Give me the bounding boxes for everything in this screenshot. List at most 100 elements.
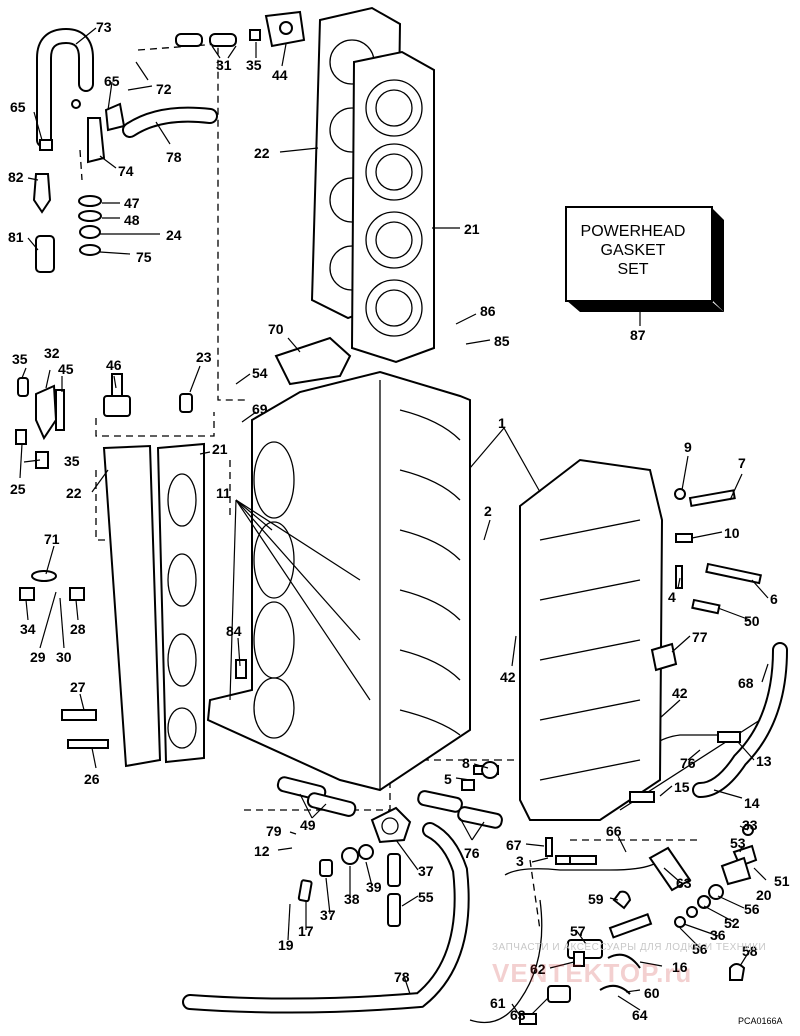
callout-39: 39 bbox=[366, 879, 382, 895]
callout-22: 22 bbox=[254, 145, 270, 161]
callout-34: 34 bbox=[20, 621, 36, 637]
callout-51: 51 bbox=[774, 873, 790, 889]
callout-55: 55 bbox=[418, 889, 434, 905]
callout-1: 1 bbox=[498, 415, 506, 431]
callout-23: 23 bbox=[196, 349, 212, 365]
callout-15: 15 bbox=[674, 779, 690, 795]
watermark-logo: VENTEKTOP.ru bbox=[492, 958, 693, 988]
callout-45: 45 bbox=[58, 361, 74, 377]
watermark-text: ЗАПЧАСТИ И АКСЕССУАРЫ ДЛЯ ЛОДКИ И ТЕХНИК… bbox=[492, 942, 767, 953]
callout-6: 6 bbox=[770, 591, 778, 607]
callout-47: 47 bbox=[124, 195, 140, 211]
callout-79: 79 bbox=[266, 823, 282, 839]
callout-64: 64 bbox=[632, 1007, 648, 1023]
callout-44: 44 bbox=[272, 67, 288, 83]
callout-33: 33 bbox=[742, 817, 758, 833]
callout-78: 78 bbox=[394, 969, 410, 985]
callout-57: 57 bbox=[570, 923, 586, 939]
callout-74: 74 bbox=[118, 163, 134, 179]
gasket-set-line-3: SET bbox=[617, 261, 649, 278]
callout-17: 17 bbox=[298, 923, 314, 939]
callout-28: 28 bbox=[70, 621, 86, 637]
callout-63: 63 bbox=[510, 1007, 526, 1023]
callout-56: 56 bbox=[744, 901, 760, 917]
callout-65: 65 bbox=[10, 99, 26, 115]
callout-21: 21 bbox=[212, 441, 228, 457]
callout-85: 85 bbox=[494, 333, 510, 349]
callout-63: 63 bbox=[676, 875, 692, 891]
callout-22: 22 bbox=[66, 485, 82, 501]
callout-49: 49 bbox=[300, 817, 316, 833]
callout-27: 27 bbox=[70, 679, 86, 695]
callout-76: 76 bbox=[464, 845, 480, 861]
callout-29: 29 bbox=[30, 649, 46, 665]
gasket-set-line-2: GASKET bbox=[600, 242, 666, 259]
callout-86: 86 bbox=[480, 303, 496, 319]
callout-16: 16 bbox=[672, 959, 688, 975]
callout-76: 76 bbox=[680, 755, 696, 771]
callout-69: 69 bbox=[252, 401, 268, 417]
callout-14: 14 bbox=[744, 795, 760, 811]
callout-70: 70 bbox=[268, 321, 284, 337]
callout-7: 7 bbox=[738, 455, 746, 471]
cylinder-head-gasket bbox=[350, 50, 435, 364]
callout-42: 42 bbox=[500, 669, 516, 685]
callout-56: 56 bbox=[692, 941, 708, 957]
callout-3: 3 bbox=[516, 853, 524, 869]
callout-48: 48 bbox=[124, 212, 140, 228]
callout-32: 32 bbox=[44, 345, 60, 361]
callout-36: 36 bbox=[710, 927, 726, 943]
callout-42: 42 bbox=[672, 685, 688, 701]
callout-8: 8 bbox=[462, 755, 470, 771]
callout-30: 30 bbox=[56, 649, 72, 665]
callout-75: 75 bbox=[136, 249, 152, 265]
gasket-set-box bbox=[565, 206, 724, 326]
callout-20: 20 bbox=[756, 887, 772, 903]
callout-11: 11 bbox=[216, 485, 231, 501]
callout-4: 4 bbox=[668, 589, 676, 605]
callout-66: 66 bbox=[606, 823, 622, 839]
callout-24: 24 bbox=[166, 227, 182, 243]
crankcase-half bbox=[519, 458, 664, 821]
callout-12: 12 bbox=[254, 843, 270, 859]
callout-67: 67 bbox=[506, 837, 522, 853]
leader-lines bbox=[19, 27, 769, 1017]
callout-68: 68 bbox=[738, 675, 754, 691]
callout-9: 9 bbox=[684, 439, 692, 455]
callout-35: 35 bbox=[12, 351, 28, 367]
callout-19: 19 bbox=[278, 937, 294, 953]
callout-37: 37 bbox=[418, 863, 434, 879]
callout-46: 46 bbox=[106, 357, 122, 373]
callout-77: 77 bbox=[692, 629, 708, 645]
gasket-set-line-1: POWERHEAD bbox=[580, 223, 686, 240]
callout-61: 61 bbox=[490, 995, 506, 1011]
callout-72: 72 bbox=[156, 81, 172, 97]
callout-65: 65 bbox=[104, 73, 120, 89]
callout-52: 52 bbox=[724, 915, 740, 931]
callout-73: 73 bbox=[96, 19, 112, 35]
callout-38: 38 bbox=[344, 891, 360, 907]
callout-54: 54 bbox=[252, 365, 268, 381]
figure-code: PCA0166A bbox=[738, 1016, 783, 1026]
gasket-set-label: POWERHEAD GASKET SET bbox=[573, 222, 693, 279]
callout-71: 71 bbox=[44, 531, 60, 547]
callout-13: 13 bbox=[756, 753, 772, 769]
callout-60: 60 bbox=[644, 985, 660, 1001]
callout-37: 37 bbox=[320, 907, 336, 923]
callout-53: 53 bbox=[730, 835, 746, 851]
callout-82: 82 bbox=[8, 169, 24, 185]
callout-58: 58 bbox=[742, 943, 758, 959]
callout-81: 81 bbox=[8, 229, 24, 245]
callout-87: 87 bbox=[630, 327, 646, 343]
left-parts bbox=[15, 336, 352, 768]
callout-35: 35 bbox=[246, 57, 262, 73]
callout-25: 25 bbox=[10, 481, 26, 497]
callout-5: 5 bbox=[444, 771, 452, 787]
callout-21: 21 bbox=[464, 221, 480, 237]
callout-84: 84 bbox=[226, 623, 242, 639]
callout-10: 10 bbox=[724, 525, 740, 541]
callout-2: 2 bbox=[484, 503, 492, 519]
right-hardware bbox=[461, 488, 763, 803]
callout-59: 59 bbox=[588, 891, 604, 907]
